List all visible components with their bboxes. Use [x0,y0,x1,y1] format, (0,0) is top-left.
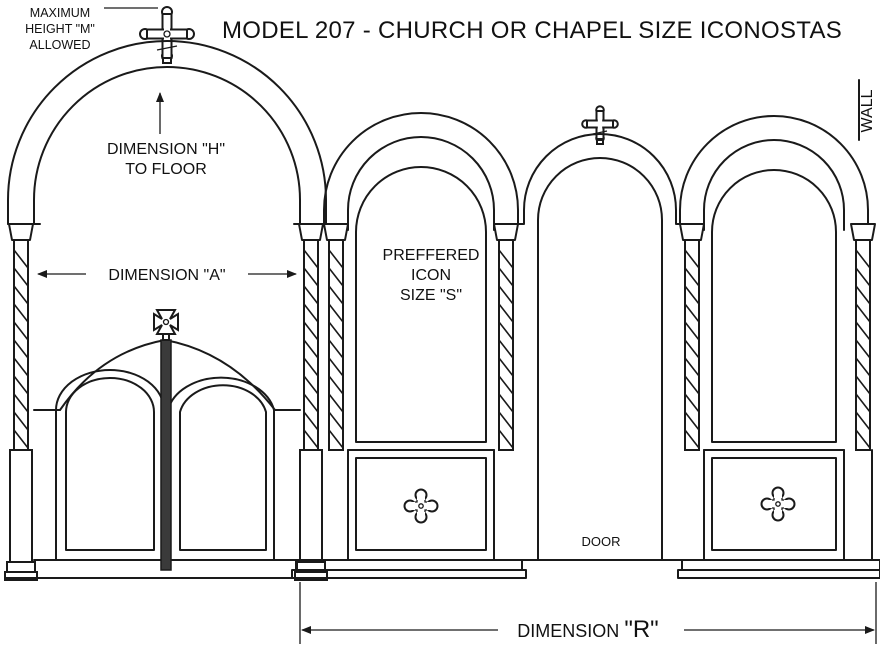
royal-door-post [160,339,172,571]
twisted-column [679,223,705,451]
royal-doors [4,339,301,579]
side-door [517,133,683,561]
budded-cross-icon [403,488,439,524]
left-icon-panel [291,112,527,579]
max-height-line2: HEIGHT "M" [25,22,95,36]
dimension-a-label: DIMENSION "A" [108,267,225,284]
svg-text:DIMENSION "R": DIMENSION "R" [517,616,658,643]
twisted-column [323,223,349,451]
twisted-column [4,223,38,581]
orthodox-cross-icon [139,6,195,64]
max-height-line1: MAXIMUM [30,6,90,20]
icon-size-line3: SIZE "S" [400,287,462,304]
wall-label: WALL [859,89,876,132]
twisted-column [493,223,519,451]
dimension-h-line1: DIMENSION "H" [107,141,225,158]
dimension-r: DIMENSION "R" [299,582,877,644]
dimension-h-line2: TO FLOOR [125,161,207,178]
icon-size-line2: ICON [411,267,451,284]
royal-doors-arch [7,40,327,225]
icon-size-line1: PREFFERED [383,247,480,264]
max-height-label: MAXIMUM HEIGHT "M" ALLOWED [25,6,158,52]
columns [4,223,876,581]
twisted-column [850,223,876,451]
door-label: DOOR [582,534,621,549]
twisted-column [294,223,328,581]
maltese-cross-icon [153,309,179,341]
budded-cross-icon [760,486,796,522]
drawing-title: MODEL 207 - CHURCH OR CHAPEL SIZE ICONOS… [222,17,842,44]
dimension-r-prefix: DIMENSION [517,621,624,641]
max-height-line3: ALLOWED [29,38,90,52]
right-icon-panel [677,115,880,579]
orthodox-cross-icon [581,105,619,145]
dimension-r-letter: "R" [624,616,658,643]
